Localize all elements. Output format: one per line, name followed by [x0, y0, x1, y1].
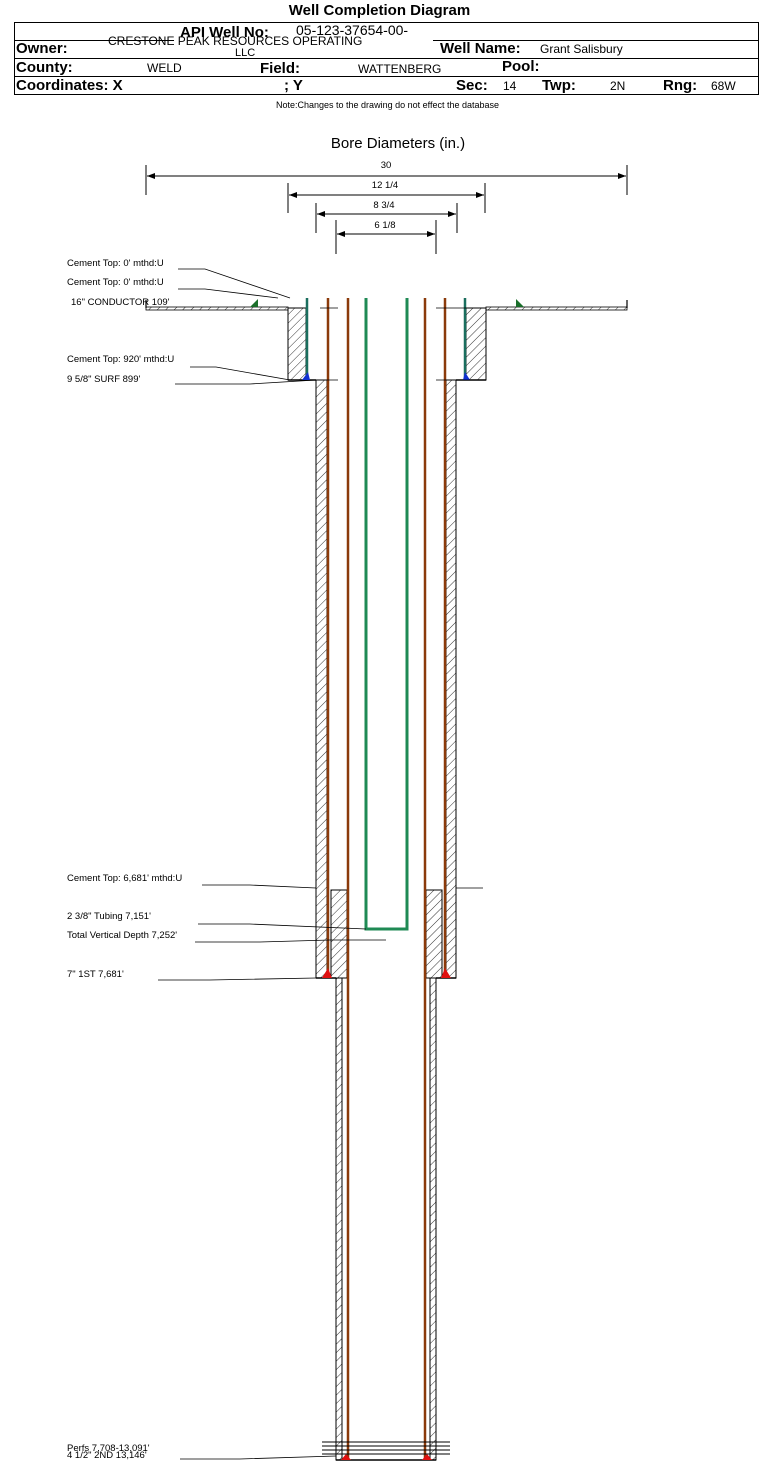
cement-top-callout: Cement Top: 0' mthd:U — [67, 277, 164, 288]
sec-value: 14 — [503, 79, 517, 93]
field-label: Field: — [260, 60, 300, 77]
table-row-divider — [14, 76, 758, 77]
sec-label: Sec: — [456, 77, 488, 94]
county-label: County: — [16, 59, 73, 76]
county-value: WELD — [147, 61, 182, 75]
bore-diameter-label: 30 — [381, 160, 392, 171]
bore-diameters-title: Bore Diameters (in.) — [331, 135, 465, 152]
tvd-callout: Total Vertical Depth 7,252' — [67, 930, 177, 941]
surface-casing-cement — [315, 379, 457, 979]
api-value: 05-123-37654-00- — [296, 22, 409, 38]
callout-labels: Cement Top: 0' mthd:U Cement Top: 0' mth… — [67, 258, 182, 1461]
first-casing-callout: 7" 1ST 7,681' — [67, 969, 124, 980]
api-label: API Well No: — [180, 24, 269, 41]
bore-diameter-30: 30 — [145, 160, 628, 195]
table-border-left — [14, 22, 15, 95]
bore-diameter-6-1-8: 6 1/8 — [335, 220, 437, 254]
pool-label: Pool: — [502, 58, 540, 75]
conductor-callout: 16" CONDUCTOR 109' — [71, 297, 170, 308]
perforations — [322, 1441, 450, 1455]
diagram-title: Well Completion Diagram — [288, 2, 471, 19]
table-row-divider — [14, 58, 758, 59]
well-name-value: Grant Salisbury — [540, 42, 623, 56]
well-name-label: Well Name: — [440, 40, 521, 57]
surface-casing-callout: 9 5/8" SURF 899' — [67, 374, 140, 385]
table-row-divider — [14, 40, 174, 41]
cement-top-callout: Cement Top: 6,681' mthd:U — [67, 873, 182, 884]
bore-diameter-label: 8 3/4 — [373, 200, 394, 211]
table-border-bottom — [14, 94, 758, 95]
intermediate-casing — [322, 298, 451, 978]
intermediate-cement — [330, 889, 443, 979]
bore-diameter-12-1-4: 12 1/4 — [287, 180, 486, 213]
coordinates-label: Coordinates: X — [16, 77, 123, 94]
conductor-casing — [302, 298, 470, 380]
rng-value: 68W — [711, 79, 736, 93]
table-row-divider — [433, 40, 758, 41]
coordinates-y-label: ; Y — [284, 77, 303, 94]
conductor-cement — [287, 307, 487, 381]
callout-leaders — [158, 268, 486, 1460]
second-casing-callout: 4 1/2" 2ND 13,146' — [67, 1450, 147, 1461]
database-note: Note:Changes to the drawing do not effec… — [276, 100, 499, 110]
owner-value-line2: LLC — [235, 47, 256, 59]
bore-diameter-8-3-4: 8 3/4 — [315, 200, 458, 233]
cement-top-callout: Cement Top: 920' mthd:U — [67, 354, 174, 365]
field-value: WATTENBERG — [358, 62, 442, 76]
tubing-string — [364, 298, 409, 931]
cement-top-callout: Cement Top: 0' mthd:U — [67, 258, 164, 269]
twp-label: Twp: — [542, 77, 576, 94]
bore-diameter-label: 12 1/4 — [372, 180, 398, 191]
ground-surface — [145, 299, 628, 311]
twp-value: 2N — [610, 79, 626, 93]
perfs-callout: Perfs 7,708-13,091' — [67, 1443, 150, 1454]
tubing-callout: 2 3/8" Tubing 7,151' — [67, 911, 151, 922]
owner-label: Owner: — [16, 40, 68, 57]
production-casing — [341, 298, 432, 1460]
owner-value-line1: CRESTONE PEAK RESOURCES OPERATING — [108, 34, 363, 48]
table-border-top — [14, 22, 758, 23]
rng-label: Rng: — [663, 77, 698, 94]
production-bore — [335, 977, 437, 1461]
bore-diameter-label: 6 1/8 — [374, 220, 395, 231]
